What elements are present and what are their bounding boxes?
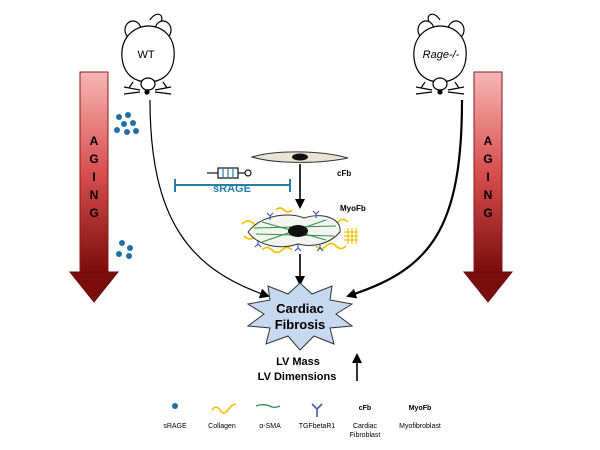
aging-letter: G: [483, 206, 492, 220]
aging-letter: G: [89, 152, 98, 166]
legend-myofb-symbol: MyoFb: [409, 405, 432, 412]
legend-asma-symbol: [255, 404, 281, 409]
myofb-cell: [241, 207, 358, 254]
aging-letter: N: [484, 188, 493, 202]
cardiac-fibrosis-burst: [246, 282, 354, 351]
legend-tgfb-label: TGFbetaR1: [299, 423, 336, 430]
rage-ko-mouse: [413, 13, 467, 95]
legend-srage-label: sRAGE: [163, 423, 187, 430]
lv-dimensions-label: LV Dimensions: [258, 371, 337, 383]
legend-cfb-line1: Cardiac: [353, 423, 378, 430]
lv-mass-label: LV Mass: [276, 356, 320, 368]
legend-collagen-label: Collagen: [208, 423, 236, 430]
cfb-cell: [250, 151, 349, 163]
cardiac-fibrosis-line1: Cardiac: [276, 301, 324, 316]
aging-letter: G: [483, 152, 492, 166]
cfb-label: cFb: [337, 169, 351, 178]
legend-tgfb-symbol: [311, 403, 323, 417]
wt-to-fibrosis-arrow: [149, 99, 270, 299]
legend-collagen-symbol: [211, 403, 237, 414]
aging-arrow-left: A G I N G: [68, 71, 120, 303]
srage-inhibition: [174, 179, 291, 192]
aging-letter: A: [90, 134, 99, 148]
srage-dots-lower: [116, 240, 133, 259]
aging-letter: A: [484, 134, 493, 148]
wt-label: WT: [137, 49, 154, 61]
legend-cfb-symbol: cFb: [359, 405, 371, 412]
legend: sRAGE Collagen α-SMA TGFbetaR1 cFb Cardi…: [163, 403, 441, 439]
legend-srage-symbol: [172, 403, 178, 409]
aging-letter: I: [92, 170, 95, 184]
aging-letter: G: [89, 206, 98, 220]
wt-mouse: [121, 13, 175, 95]
rage-ko-to-fibrosis-arrow: [346, 99, 464, 299]
aging-letter: I: [486, 170, 489, 184]
legend-myofb-label: Myofibroblast: [399, 423, 441, 430]
srage-dots-upper: [114, 112, 139, 135]
legend-cfb-line2: Fibroblast: [350, 432, 381, 439]
aging-arrow-right: A G I N G: [462, 71, 514, 303]
cardiac-fibrosis-line2: Fibrosis: [275, 317, 326, 332]
myofb-label: MyoFb: [340, 204, 366, 213]
aging-letter: N: [90, 188, 99, 202]
rage-ko-label: Rage-/-: [423, 49, 460, 61]
srage-label: sRAGE: [213, 183, 251, 195]
syringe-icon: [207, 167, 252, 179]
legend-asma-label: α-SMA: [259, 423, 281, 430]
